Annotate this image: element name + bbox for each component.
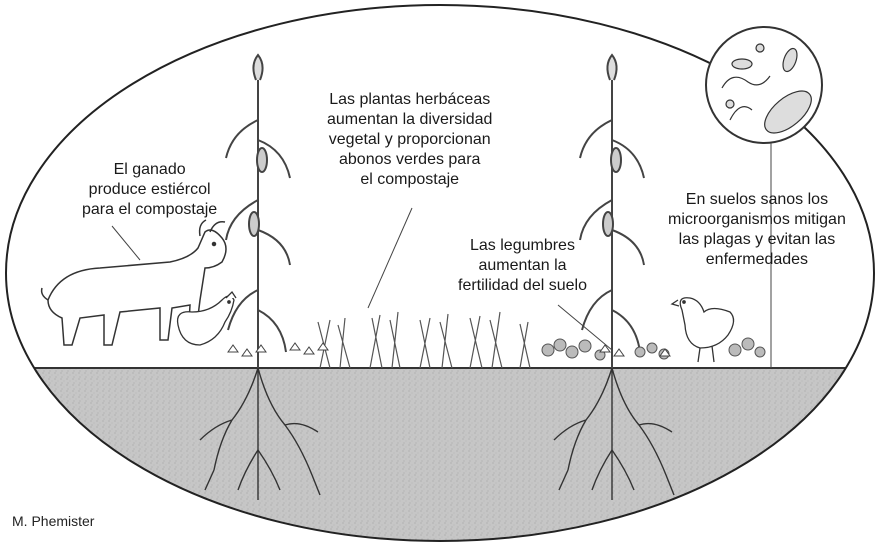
- label-legumes-line-1: Las legumbres: [458, 236, 587, 256]
- legume-plants: [542, 338, 765, 360]
- label-herbaceous-line-5: el compostaje: [327, 170, 492, 190]
- chicken-right-illustration: [672, 298, 734, 362]
- label-legumes-line-2: aumentan la: [458, 256, 587, 276]
- label-herbaceous: Las plantas herbáceas aumentan la divers…: [327, 90, 492, 190]
- label-livestock: El ganado produce estiércol para el comp…: [82, 160, 217, 220]
- microorganism-magnifier: [706, 27, 822, 143]
- label-microorganisms-line-3: las plagas y evitan las: [668, 230, 846, 250]
- label-herbaceous-line-1: Las plantas herbáceas: [327, 90, 492, 110]
- label-legumes: Las legumbres aumentan la fertilidad del…: [458, 236, 587, 296]
- corn-plant-left: [226, 55, 290, 368]
- image-credit: M. Phemister: [12, 513, 94, 529]
- label-microorganisms-line-2: microorganismos mitigan: [668, 210, 846, 230]
- label-microorganisms-line-1: En suelos sanos los: [668, 190, 846, 210]
- label-livestock-line-2: produce estiércol: [82, 180, 217, 200]
- label-microorganisms: En suelos sanos los microorganismos miti…: [668, 190, 846, 270]
- soil-layer: [0, 368, 880, 546]
- label-microorganisms-line-4: enfermedades: [668, 250, 846, 270]
- corn-plant-right: [580, 55, 644, 368]
- label-livestock-line-1: El ganado: [82, 160, 217, 180]
- label-herbaceous-line-2: aumentan la diversidad: [327, 110, 492, 130]
- label-herbaceous-line-3: vegetal y proporcionan: [327, 130, 492, 150]
- label-livestock-line-3: para el compostaje: [82, 200, 217, 220]
- label-herbaceous-line-4: abonos verdes para: [327, 150, 492, 170]
- herbaceous-plants: [318, 312, 530, 368]
- label-legumes-line-3: fertilidad del suelo: [458, 276, 587, 296]
